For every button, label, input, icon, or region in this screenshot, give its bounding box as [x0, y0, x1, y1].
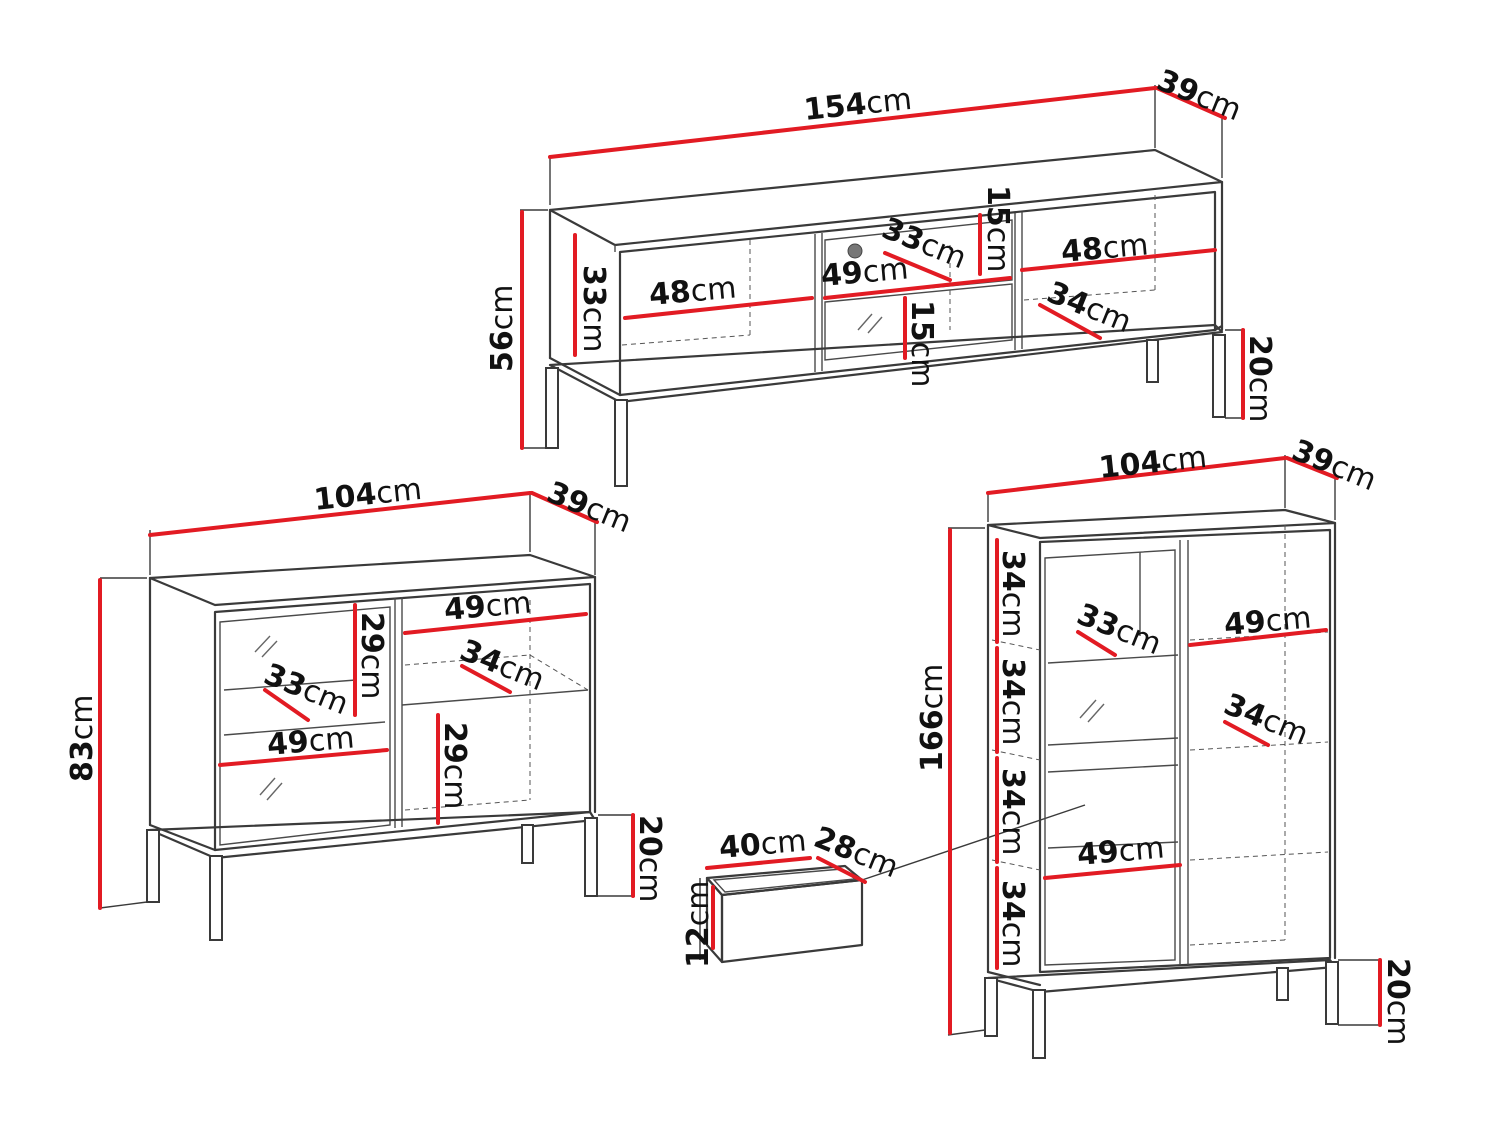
- cabinet-shelf-height-1-label: 34cm: [995, 550, 1030, 637]
- cabinet-leg-height-label: 20cm: [1380, 958, 1415, 1045]
- tv-stand-dimensions: [520, 86, 1245, 450]
- tv-leg-height-label: 20cm: [1242, 335, 1277, 422]
- sideboard-height-label: 83cm: [65, 695, 100, 782]
- display-cabinet: [947, 455, 1380, 1059]
- drawer-width-label: 40cm: [718, 823, 808, 865]
- cabinet-shelf-height-2-label: 34cm: [995, 658, 1030, 745]
- tv-width-label: 154cm: [802, 82, 913, 128]
- drawer-dimensions: [705, 856, 867, 950]
- sideboard-leg-height-label: 20cm: [632, 815, 667, 902]
- sideboard-upper-height-label: 29cm: [354, 612, 389, 699]
- cabinet-height-label: 166cm: [915, 664, 950, 772]
- sideboard-right-width-label: 49cm: [443, 585, 533, 627]
- display-cabinet-body: [1038, 528, 1332, 974]
- tv-depth-label: 39cm: [1152, 63, 1246, 128]
- cabinet-left-depth-label: 33cm: [1072, 597, 1166, 662]
- cabinet-shelf-height-4-label: 34cm: [995, 880, 1030, 967]
- cabinet-right-width-label: 49cm: [1223, 600, 1313, 642]
- drawer-height-label: 12cm: [681, 881, 716, 968]
- display-cabinet-top: [986, 508, 1337, 540]
- tv-right-compartment-width-label: 48cm: [1060, 227, 1150, 269]
- sideboard-width-label: 104cm: [312, 472, 423, 518]
- cabinet-shelf-height-3-label: 34cm: [995, 768, 1030, 855]
- sideboard-left-depth-label: 33cm: [259, 657, 353, 722]
- sideboard-left-width-label: 49cm: [266, 720, 356, 762]
- cabinet-width-label: 104cm: [1097, 440, 1208, 486]
- tv-height-label: 56cm: [485, 285, 520, 372]
- sideboard-dimensions: [98, 491, 635, 910]
- tv-left-compartment-height-label: 33cm: [576, 265, 611, 352]
- tv-center-width-label: 49cm: [820, 251, 910, 293]
- display-cabinet-dimensions: [948, 456, 1382, 1035]
- tv-center-lower-height-label: 15cm: [904, 300, 939, 387]
- tv-stand: [520, 85, 1245, 487]
- tv-center-upper-height-label: 15cm: [980, 185, 1015, 272]
- sideboard: [99, 492, 635, 941]
- tv-left-compartment-width-label: 48cm: [648, 270, 738, 312]
- dimension-labels: 154cm 39cm 56cm 20cm 33cm 48cm 49cm 33cm…: [65, 63, 1415, 1046]
- cabinet-depth-label: 39cm: [1287, 433, 1381, 498]
- cabinet-left-width-label: 49cm: [1076, 830, 1166, 872]
- sideboard-lower-height-label: 29cm: [437, 722, 472, 809]
